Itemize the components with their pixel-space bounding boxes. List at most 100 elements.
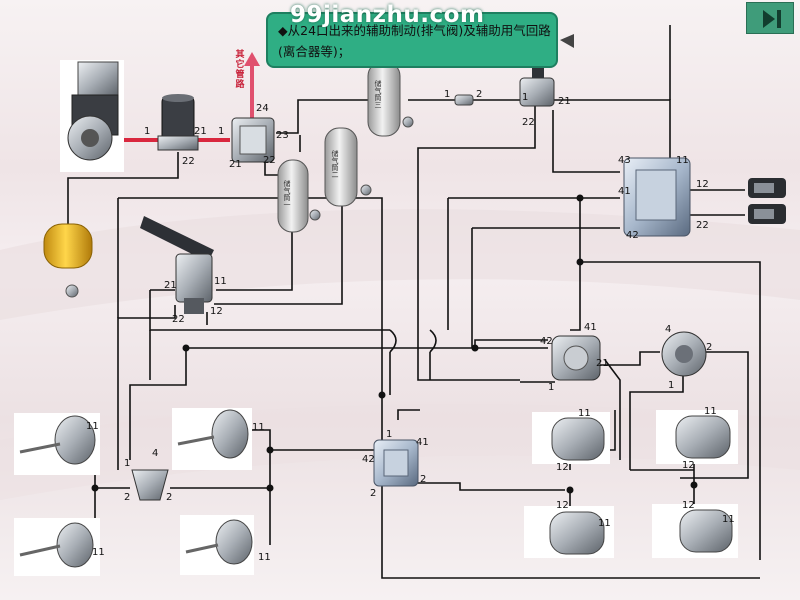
port-label: 1 <box>548 382 554 393</box>
quick-release-valve <box>661 331 707 377</box>
center-relay-valve <box>373 439 419 487</box>
port-label: 12 <box>696 179 709 190</box>
air-tank-3: 储气筒三 <box>367 61 414 137</box>
junction-dot <box>690 481 698 489</box>
junction-dot <box>471 344 479 352</box>
port-label: 2 <box>124 492 130 503</box>
port-label: 1 <box>668 380 674 391</box>
port-label: 11 <box>722 514 735 525</box>
port-label: 12 <box>556 462 569 473</box>
port-label: 2 <box>166 492 172 503</box>
junction-dot <box>91 484 99 492</box>
port-label: 2 <box>420 474 426 485</box>
port-label: 12 <box>556 500 569 511</box>
port-label: 11 <box>86 421 99 432</box>
port-label: 21 <box>596 358 609 369</box>
pipe-network <box>67 25 761 579</box>
port-label: 11 <box>578 408 591 419</box>
callout-description: 从24口出来的辅助制动(排气阀)及辅助用气回路(离合器等)； <box>278 23 551 59</box>
port-label: 1 <box>218 126 224 137</box>
port-label: 11 <box>92 547 105 558</box>
port-label: 11 <box>598 518 611 529</box>
junction-dot <box>378 391 386 399</box>
port-label: 2 <box>706 342 712 353</box>
port-label: 41 <box>416 437 429 448</box>
port-label: 12 <box>210 306 223 317</box>
port-label: 1 <box>522 92 528 103</box>
port-label: 43 <box>618 155 631 166</box>
port-label: 24 <box>256 103 269 114</box>
spring-chamber-r2 <box>524 506 614 558</box>
brake-chamber-ll <box>14 518 100 576</box>
air-tank-1: 储气筒一 <box>277 159 321 233</box>
junction-dot <box>576 194 584 202</box>
bullet-icon: ◆ <box>278 23 288 38</box>
air-tank-2: 储气筒二 <box>324 127 372 207</box>
tank-label: 储气筒二 <box>331 149 339 178</box>
brake-chamber-ul <box>14 413 100 475</box>
port-label: 21 <box>558 96 571 107</box>
port-label: 4 <box>152 448 158 459</box>
wet-tank-yellow <box>43 223 93 298</box>
callout-text: ◆从24口出来的辅助制动(排气阀)及辅助用气回路(离合器等)； <box>278 20 554 62</box>
port-label: 1 <box>124 458 130 469</box>
brake-chamber-um <box>172 408 252 470</box>
port-label: 42 <box>540 336 553 347</box>
port-label: 23 <box>276 130 289 141</box>
port-label: 21 <box>164 280 177 291</box>
pipe-junctions <box>91 194 698 494</box>
port-label: 11 <box>704 406 717 417</box>
port-label: 2 <box>476 89 482 100</box>
air-compressor <box>60 60 124 172</box>
port-label: 2 <box>370 488 376 499</box>
other-lines-label: 其它管路 <box>235 50 245 90</box>
relay-valve <box>551 335 601 381</box>
callout-box: ◆从24口出来的辅助制动(排气阀)及辅助用气回路(离合器等)； <box>266 12 558 68</box>
junction-dot <box>566 486 574 494</box>
port-label: 1 <box>444 89 450 100</box>
air-dryer <box>157 94 199 151</box>
port-label: 22 <box>263 155 276 166</box>
port-label: 42 <box>626 230 639 241</box>
foot-brake-valve <box>140 216 214 314</box>
junction-dot <box>576 258 584 266</box>
port-label: 11 <box>676 155 689 166</box>
port-labels: 1 21 22 1 21 22 23 24 1 2 1 21 22 43 11 … <box>86 89 735 563</box>
spring-chamber-r1 <box>532 412 610 464</box>
port-label: 12 <box>682 500 695 511</box>
tank-label: 储气筒一 <box>283 179 291 208</box>
port-label: 11 <box>258 552 271 563</box>
trailer-control-valve <box>623 157 691 237</box>
junction-dot <box>182 344 190 352</box>
port-label: 41 <box>584 322 597 333</box>
junction-dot <box>266 484 274 492</box>
spring-chamber-r4 <box>652 504 738 558</box>
port-label: 22 <box>172 314 185 325</box>
port-label: 1 <box>144 126 150 137</box>
junction-dot <box>266 446 274 454</box>
port-label: 22 <box>522 117 535 128</box>
inline-valve <box>454 94 474 106</box>
left-brake-valve <box>131 469 169 501</box>
port-label: 41 <box>618 186 631 197</box>
port-label: 4 <box>665 324 671 335</box>
port-label: 12 <box>682 460 695 471</box>
brake-chamber-lm <box>180 515 254 575</box>
port-label: 22 <box>696 220 709 231</box>
port-label: 22 <box>182 156 195 167</box>
trailer-coupling-yellow <box>748 204 786 224</box>
trailer-coupling-red <box>748 178 786 198</box>
tank-label: 储气筒三 <box>374 79 382 108</box>
port-label: 1 <box>386 429 392 440</box>
port-label: 11 <box>214 276 227 287</box>
next-slide-icon <box>763 10 781 28</box>
spring-chamber-r3 <box>656 410 738 464</box>
port-label: 42 <box>362 454 375 465</box>
next-slide-button[interactable] <box>746 2 794 34</box>
up-arrow-icon <box>244 52 260 66</box>
port-label: 21 <box>229 159 242 170</box>
four-circuit-valve <box>231 117 275 163</box>
watermark: 99jianzhu.com <box>290 2 485 28</box>
